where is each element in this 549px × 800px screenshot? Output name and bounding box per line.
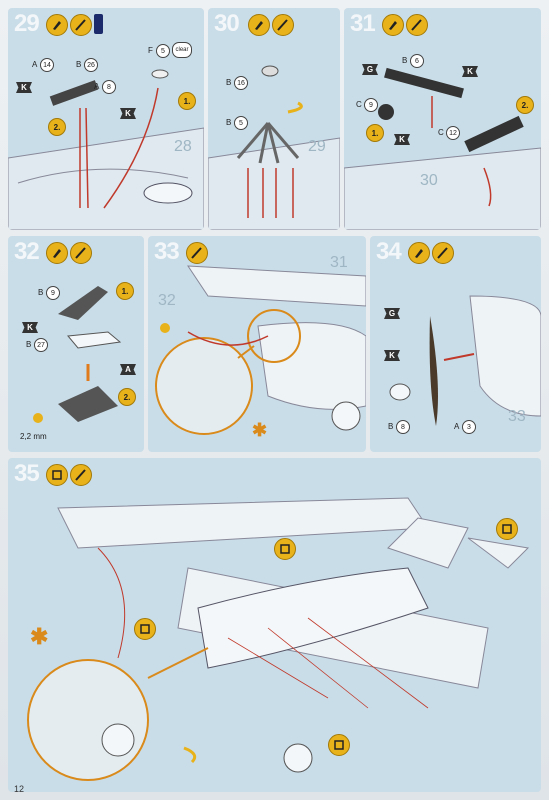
step-34-panel: 34 G K B 8 A 3 33 xyxy=(370,236,541,452)
paint-brush-icon xyxy=(70,464,92,486)
step-tools xyxy=(46,464,92,486)
part-label: B xyxy=(38,288,44,297)
attention-icon: ✱ xyxy=(30,624,49,649)
part-badge: 14 xyxy=(40,58,54,72)
part-label: B xyxy=(402,56,408,65)
step-number: 34 xyxy=(376,238,402,265)
glue-icon xyxy=(46,242,68,264)
previous-step-ref: 29 xyxy=(308,138,326,155)
order-badge: 2. xyxy=(48,118,66,136)
previous-step-ref: 32 xyxy=(158,292,176,309)
step-tools xyxy=(186,242,208,264)
order-badge: 2. xyxy=(516,96,534,114)
order-badge: 1. xyxy=(116,282,134,300)
rigging-wire-icon xyxy=(274,538,296,560)
part-label: A xyxy=(454,422,460,431)
step-34-drawing xyxy=(389,295,541,426)
step-tools xyxy=(248,14,294,36)
step-30-drawing xyxy=(208,65,340,230)
part-badge: 8 xyxy=(396,420,410,434)
order-badge: 1. xyxy=(178,92,196,110)
part-label: A xyxy=(32,60,38,69)
previous-step-ref: 31 xyxy=(330,254,348,271)
part-badge: 6 xyxy=(410,54,424,68)
marking-tag: K xyxy=(22,322,38,333)
marking-tag: K xyxy=(384,350,400,361)
paint-brush-icon xyxy=(70,242,92,264)
part-label: B xyxy=(26,340,32,349)
previous-step-ref: 33 xyxy=(508,408,526,425)
part-label: B xyxy=(226,118,232,127)
rigging-wire-icon xyxy=(496,518,518,540)
part-label: A xyxy=(94,82,100,91)
step-32-drawing xyxy=(33,286,122,423)
marking-tag: K xyxy=(120,108,136,119)
paint-brush-icon xyxy=(186,242,208,264)
part-label: B xyxy=(76,60,82,69)
marking-tag: K xyxy=(462,66,478,77)
part-badge: 8 xyxy=(102,80,116,94)
part-badge: 5 xyxy=(234,116,248,130)
rigging-wire-icon xyxy=(46,464,68,486)
part-badge: 9 xyxy=(46,286,60,300)
attention-icon: ✱ xyxy=(252,420,268,440)
step-31-drawing xyxy=(344,67,541,230)
part-label: F xyxy=(148,46,153,55)
part-label: C xyxy=(356,100,362,109)
step-32-panel: 32 B 9 K B 27 A 1. 2. 2,2 mm xyxy=(8,236,144,452)
clear-paint-badge: clear xyxy=(172,42,192,58)
measurement-note: 2,2 mm xyxy=(20,432,47,441)
part-badge: 26 xyxy=(84,58,98,72)
step-number: 35 xyxy=(14,460,40,487)
part-badge: 9 xyxy=(364,98,378,112)
rigging-wire-icon xyxy=(134,618,156,640)
marking-tag: A xyxy=(120,364,136,375)
step-31-panel: 31 G B 6 K C 9 C 12 K 1. 2. 30 xyxy=(344,8,541,230)
rigging-wire-icon xyxy=(328,734,350,756)
glue-icon xyxy=(382,14,404,36)
part-badge: 5 xyxy=(156,44,170,58)
order-badge: 1. xyxy=(366,124,384,142)
order-badge: 2. xyxy=(118,388,136,406)
step-number: 32 xyxy=(14,238,40,265)
part-label: C xyxy=(438,128,444,137)
step-tools xyxy=(408,242,454,264)
paint-brush-icon xyxy=(406,14,428,36)
step-35-panel: 35 ✱ xyxy=(8,458,541,792)
step-30-panel: 30 B 16 B 5 29 xyxy=(208,8,340,230)
paint-brush-icon xyxy=(70,14,92,36)
step-number: 29 xyxy=(14,10,40,37)
part-badge: 16 xyxy=(234,76,248,90)
glue-icon xyxy=(248,14,270,36)
marking-tag: G xyxy=(384,308,400,319)
step-29-drawing xyxy=(8,69,204,230)
marking-tag: K xyxy=(394,134,410,145)
part-label: B xyxy=(388,422,394,431)
glue-icon xyxy=(46,14,68,36)
paint-bottle-icon xyxy=(94,14,103,34)
part-badge: 3 xyxy=(462,420,476,434)
marking-tag: G xyxy=(362,64,378,75)
step-35-aircraft-drawing xyxy=(27,497,530,781)
glue-icon xyxy=(408,242,430,264)
paint-brush-icon xyxy=(272,14,294,36)
previous-step-ref: 28 xyxy=(174,138,192,155)
step-33-drawing xyxy=(155,265,366,435)
marking-tag: K xyxy=(16,82,32,93)
step-number: 31 xyxy=(350,10,376,37)
page-number: 12 xyxy=(14,784,25,794)
step-tools xyxy=(46,14,103,36)
paint-brush-icon xyxy=(432,242,454,264)
step-number: 33 xyxy=(154,238,180,265)
step-number: 30 xyxy=(214,10,240,37)
part-label: B xyxy=(226,78,232,87)
previous-step-ref: 30 xyxy=(420,172,438,189)
step-tools xyxy=(382,14,428,36)
part-badge: 27 xyxy=(34,338,48,352)
step-29-panel: 29 A 14 B 26 A 8 F 5 clear K K 2. 1. 28 xyxy=(8,8,204,230)
step-33-panel: 33 31 32 ✱ xyxy=(148,236,366,452)
step-tools xyxy=(46,242,92,264)
part-badge: 12 xyxy=(446,126,460,140)
